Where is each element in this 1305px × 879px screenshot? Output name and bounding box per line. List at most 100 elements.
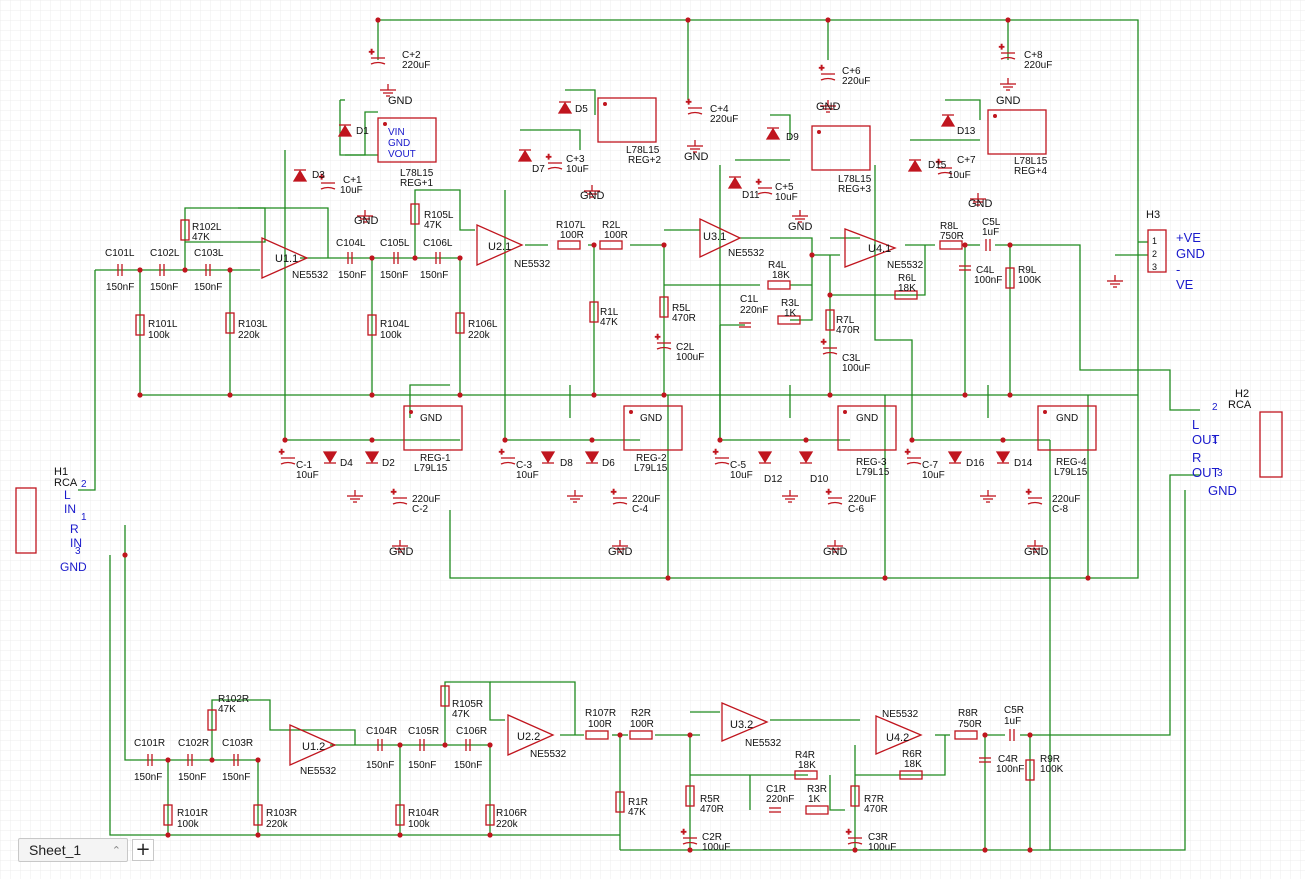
junction-dot [397, 742, 403, 748]
resistor [395, 804, 405, 826]
capacitor [682, 841, 698, 845]
label-text: GND [388, 95, 413, 107]
label-text: C101R [134, 738, 165, 749]
junction-dot [982, 847, 988, 853]
sheet-tab-label: Sheet_1 [29, 842, 82, 858]
h2-pin2: 2 [1212, 402, 1218, 413]
label-text: 750R [958, 719, 982, 730]
label-text: 150nF [380, 270, 408, 281]
label-text: U1.2 [302, 741, 325, 753]
label-text: R105R [452, 699, 483, 710]
wire [1050, 490, 1186, 851]
label-text: 150nF [194, 282, 222, 293]
label-text: R106R [496, 808, 527, 819]
label-text: 100R [588, 719, 612, 730]
resistor [615, 791, 625, 813]
label-text: 150nF [408, 760, 436, 771]
h3-ref: H3 [1146, 209, 1161, 221]
sheet-tab[interactable]: Sheet_1 ⌃ [18, 838, 128, 862]
label-text: L79L15 [634, 463, 668, 474]
label-text: R103R [266, 808, 297, 819]
label-text: 10uF [775, 192, 798, 203]
label-text: 220k [238, 330, 261, 341]
chevron-up-icon[interactable]: ⌃ [111, 844, 121, 857]
junction-dot [982, 732, 988, 738]
resistor [589, 301, 599, 323]
junction-dot [1007, 392, 1013, 398]
plus-sign: + [1026, 487, 1031, 497]
resistor [894, 290, 918, 300]
label-text: 100uF [842, 363, 870, 374]
regulator [837, 405, 897, 451]
label-text: C+7 [957, 155, 976, 166]
junction-dot [1085, 575, 1091, 581]
plus-sign: + [319, 172, 324, 182]
regulator [377, 117, 437, 163]
wire [184, 207, 329, 258]
junction-dot [1000, 437, 1006, 443]
label-text: 220uF [632, 494, 660, 505]
junction-dot [687, 847, 693, 853]
h1-pin3: 3 [75, 546, 81, 557]
label-text: D13 [957, 126, 976, 137]
wire [770, 114, 791, 140]
plus-sign: + [655, 332, 660, 342]
junction-dot [255, 832, 261, 838]
label-text: C-1 [296, 460, 313, 471]
resistor [825, 309, 835, 331]
label-text: C+5 [775, 182, 794, 193]
label-text: L78L15 [1014, 156, 1048, 167]
label-text: REG+4 [1014, 166, 1048, 177]
label-text: NE5532 [514, 259, 551, 270]
resistor [1025, 759, 1035, 781]
label-text: 220uF [1024, 60, 1052, 71]
label-text: 150nF [420, 270, 448, 281]
label-text: C2L [676, 342, 695, 353]
label-text: 220uF [412, 494, 440, 505]
capacitor [1000, 56, 1016, 60]
label-text: C105R [408, 726, 439, 737]
label-text: C4L [976, 265, 995, 276]
plus-sign: + [999, 42, 1004, 52]
label-text: R8L [940, 221, 959, 232]
resistor [180, 219, 190, 241]
wire [378, 19, 1139, 579]
label-text: 470R [836, 325, 860, 336]
resistor [629, 730, 653, 740]
label-text: C5R [1004, 705, 1024, 716]
resistor [777, 315, 801, 325]
sheet-bar: Sheet_1 ⌃ + [18, 836, 154, 864]
resistor [440, 685, 450, 707]
label-text: 150nF [222, 772, 250, 783]
label-text: GND [608, 546, 633, 558]
label-text: 10uF [948, 170, 971, 181]
add-sheet-button[interactable]: + [132, 839, 154, 861]
h1-l-in: L IN [64, 488, 76, 516]
h1-r-in: R IN [70, 522, 82, 550]
label-text: 220nF [766, 794, 794, 805]
label-text: 150nF [366, 760, 394, 771]
label-text: R104R [408, 808, 439, 819]
label-text: GND [823, 546, 848, 558]
pin1-dot [843, 410, 847, 414]
pin1-dot [383, 122, 387, 126]
label-text: 100k [177, 819, 200, 830]
capacitor [392, 501, 408, 505]
resistor [585, 730, 609, 740]
label-text: C+4 [710, 104, 729, 115]
label-text: 100R [560, 230, 584, 241]
resistor [805, 805, 829, 815]
resistor [135, 314, 145, 336]
junction-dot [457, 392, 463, 398]
label-text: 470R [700, 804, 724, 815]
plus-sign: + [826, 487, 831, 497]
connector-h3-body [1147, 229, 1167, 273]
junction-dot [255, 757, 261, 763]
h1-pin2: 2 [81, 479, 87, 490]
label-text: C102L [150, 248, 180, 259]
label-text: C+3 [566, 154, 585, 165]
capacitor [1027, 501, 1043, 505]
label-text: 10uF [516, 470, 539, 481]
resistor [253, 804, 263, 826]
junction-dot [165, 757, 171, 763]
